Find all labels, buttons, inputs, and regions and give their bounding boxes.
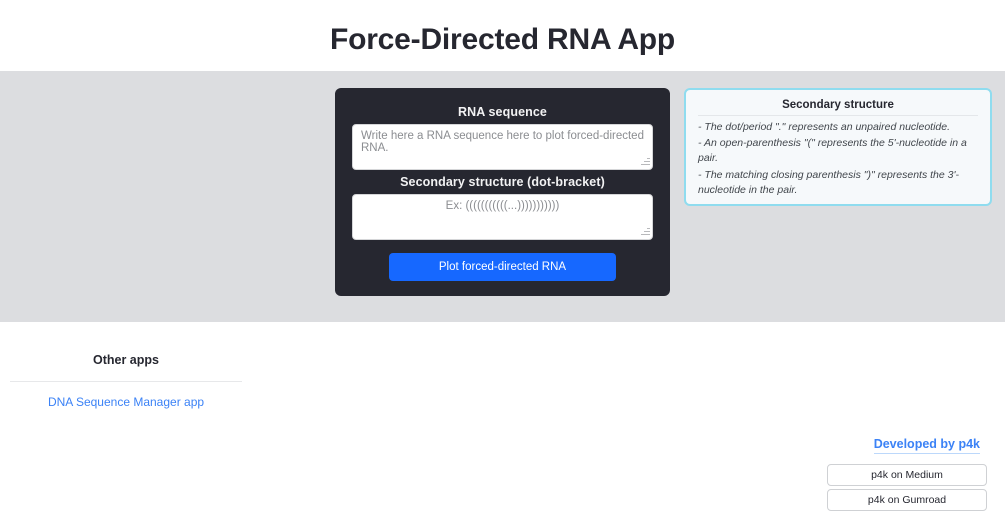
rna-sequence-field-wrapper bbox=[352, 124, 653, 170]
secondary-structure-input[interactable] bbox=[352, 194, 653, 240]
info-line-close-paren: - The matching closing parenthesis ")" r… bbox=[698, 168, 959, 196]
p4k-on-medium-button[interactable]: p4k on Medium bbox=[827, 464, 987, 486]
secondary-structure-info-box: Secondary structure - The dot/period "."… bbox=[684, 88, 992, 206]
rna-sequence-input[interactable] bbox=[352, 124, 653, 170]
info-box-divider bbox=[698, 115, 978, 116]
rna-input-card: RNA sequence Secondary structure (dot-br… bbox=[335, 88, 670, 296]
info-line-dot: - The dot/period "." represents an unpai… bbox=[698, 121, 951, 133]
title-bar: Force-Directed RNA App bbox=[0, 0, 1005, 71]
developer-credit: Developed by p4k bbox=[873, 435, 980, 454]
other-apps-title: Other apps bbox=[93, 353, 159, 367]
plot-forced-directed-rna-button[interactable]: Plot forced-directed RNA bbox=[389, 253, 616, 281]
page-title: Force-Directed RNA App bbox=[329, 22, 676, 56]
external-links-group: p4k on Medium p4k on Gumroad bbox=[827, 464, 987, 514]
secondary-structure-label: Secondary structure (dot-bracket) bbox=[400, 175, 605, 189]
other-apps-divider bbox=[10, 381, 242, 382]
other-apps-section: Other apps DNA Sequence Manager app bbox=[10, 353, 242, 409]
developed-by-link[interactable]: Developed by p4k bbox=[873, 437, 980, 454]
info-box-title: Secondary structure bbox=[782, 99, 894, 111]
p4k-on-gumroad-button[interactable]: p4k on Gumroad bbox=[827, 489, 987, 511]
info-line-open-paren: - An open-parenthesis "(" represents the… bbox=[698, 137, 967, 165]
rna-sequence-label: RNA sequence bbox=[458, 105, 547, 119]
link-dna-sequence-manager-app[interactable]: DNA Sequence Manager app bbox=[47, 395, 205, 409]
secondary-structure-field-wrapper bbox=[352, 194, 653, 240]
